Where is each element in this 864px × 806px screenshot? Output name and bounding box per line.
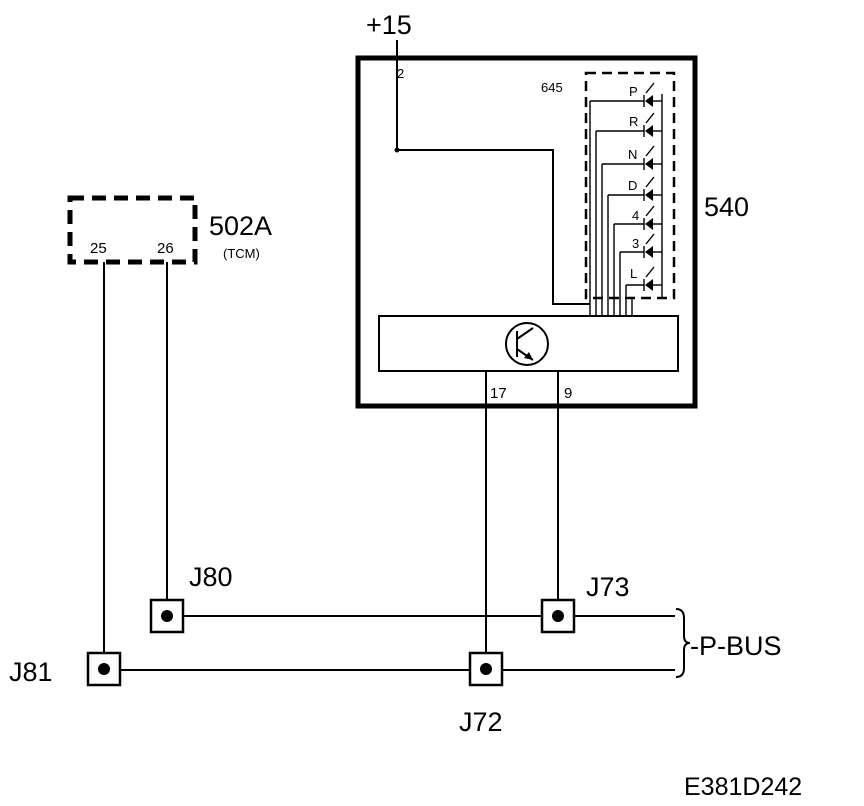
module-540-box — [355, 55, 698, 409]
led-n: N — [602, 145, 662, 170]
led-l-icon — [645, 279, 653, 291]
indicator-645-label: 645 — [541, 80, 563, 95]
connector-j81 — [86, 651, 122, 687]
gear-4-label: 4 — [632, 208, 639, 223]
gear-3-label: 3 — [632, 236, 639, 251]
indicator-645-box — [584, 71, 676, 300]
led-l: L — [626, 266, 662, 291]
led-n-icon — [645, 158, 653, 170]
pbus-label: -P-BUS — [690, 631, 782, 661]
led-3-icon — [645, 246, 653, 258]
supply-internal-wire — [397, 149, 590, 305]
led-d: D — [608, 176, 662, 201]
module-540-label: 540 — [704, 192, 749, 222]
transistor-block — [378, 315, 679, 372]
led-p: P — [590, 82, 662, 107]
led-r: R — [596, 112, 662, 137]
transistor-icon — [505, 322, 549, 366]
led-3: 3 — [620, 233, 662, 258]
connector-j80 — [149, 598, 185, 634]
supply-label: +15 — [366, 10, 412, 40]
gear-l-label: L — [630, 266, 637, 281]
pin-9-label: 9 — [564, 385, 572, 402]
connector-j72 — [468, 651, 504, 687]
tcm-pin-25-label: 25 — [90, 240, 107, 257]
led-r-icon — [645, 125, 653, 137]
led-4-icon — [645, 218, 653, 230]
gear-n-label: N — [628, 147, 637, 162]
supply-junction-dot — [394, 147, 400, 153]
supply-pin-label: 2 — [397, 66, 404, 81]
connector-j73-label: J73 — [586, 572, 630, 602]
pin-17-label: 17 — [490, 385, 507, 402]
gear-leds: P R N D — [589, 82, 663, 316]
connector-j73 — [540, 598, 576, 634]
led-4: 4 — [614, 205, 662, 230]
tcm-pin-26-label: 26 — [157, 240, 174, 257]
led-p-icon — [645, 95, 653, 107]
gear-r-label: R — [629, 114, 638, 129]
tcm-box — [67, 195, 198, 265]
diagram-id: E381D242 — [684, 773, 802, 801]
gear-d-label: D — [628, 178, 637, 193]
tcm-sublabel: (TCM) — [223, 246, 260, 261]
connector-j80-label: J80 — [189, 562, 233, 592]
pbus-brace — [675, 608, 691, 678]
led-d-icon — [645, 189, 653, 201]
gear-p-label: P — [629, 84, 638, 99]
connector-j81-label: J81 — [9, 657, 53, 687]
tcm-label: 502A — [209, 211, 272, 241]
connector-j72-label: J72 — [459, 707, 503, 737]
